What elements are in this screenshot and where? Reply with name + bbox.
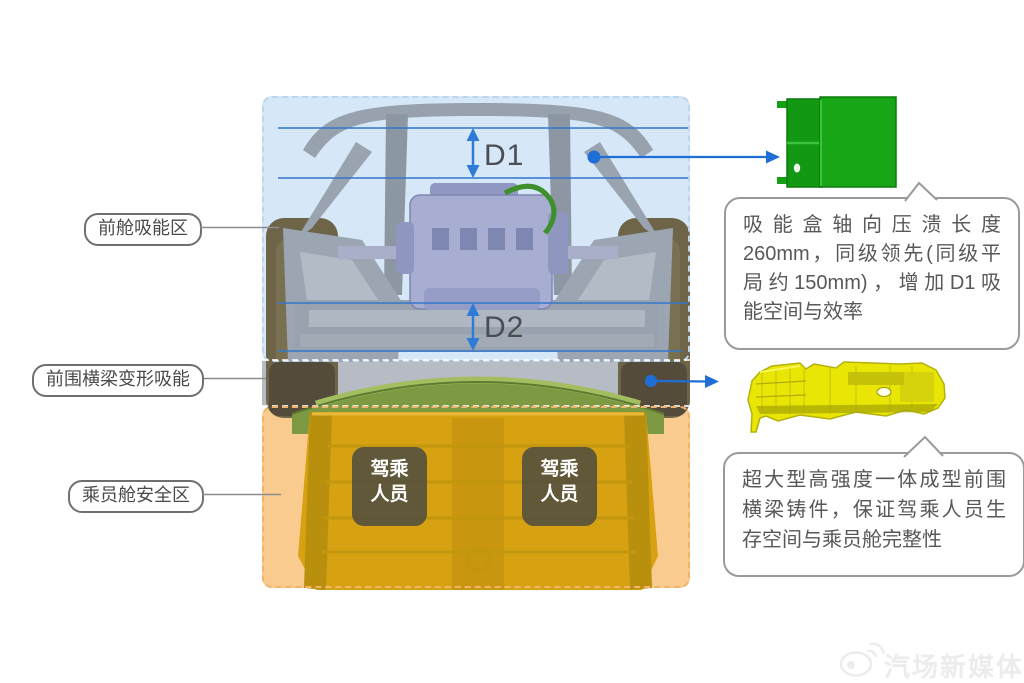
bulkhead-band-border [262, 359, 690, 407]
crossbeam-part [747, 361, 946, 433]
occupant-badge-right: 驾乘 人员 [522, 447, 597, 526]
label-front-crumple-zone: 前舱吸能区 [84, 213, 202, 246]
label-bulkhead-crossbeam-zone: 前围横梁变形吸能 [32, 364, 204, 397]
callout-text-line: 吸能盒轴向压溃长度 [743, 214, 1001, 236]
callout-text-line: 260mm，同级领先(同级平 [743, 243, 1001, 265]
callout-text-line: 横梁铸件，保证驾乘人员生 [742, 499, 1006, 521]
occupant-badge-left: 驾乘 人员 [352, 447, 427, 526]
callout-crossbeam: 超大型高强度一体成型前围 横梁铸件，保证驾乘人员生 存空间与乘员舱完整性 [723, 452, 1024, 577]
callout-text-line: 超大型高强度一体成型前围 [742, 469, 1006, 491]
dimension-label-d2: D2 [484, 311, 525, 344]
dimension-label-d1: D1 [484, 139, 525, 172]
callout-crash-box: 吸能盒轴向压溃长度 260mm，同级领先(同级平 局约150mm)，增加D1吸 … [724, 197, 1020, 350]
crash-box-part [777, 96, 897, 188]
cabin-safety-zone-border [262, 406, 690, 588]
occupant-badge-line1: 驾乘 [370, 459, 409, 480]
watermark-text: 汽场新媒体 [884, 652, 1024, 682]
occupant-badge-line2: 人员 [370, 484, 409, 505]
callout-text-line: 能空间与效率 [743, 301, 863, 323]
label-cabin-safety-zone: 乘员舱安全区 [68, 480, 204, 513]
occupant-badge-line2: 人员 [540, 484, 579, 505]
weibo-icon [839, 642, 886, 677]
front-crumple-zone-border [262, 96, 690, 362]
callout-text-line: 局约150mm)，增加D1吸 [743, 272, 1001, 294]
callout-text-line: 存空间与乘员舱完整性 [742, 529, 942, 551]
occupant-badge-line1: 驾乘 [540, 459, 579, 480]
